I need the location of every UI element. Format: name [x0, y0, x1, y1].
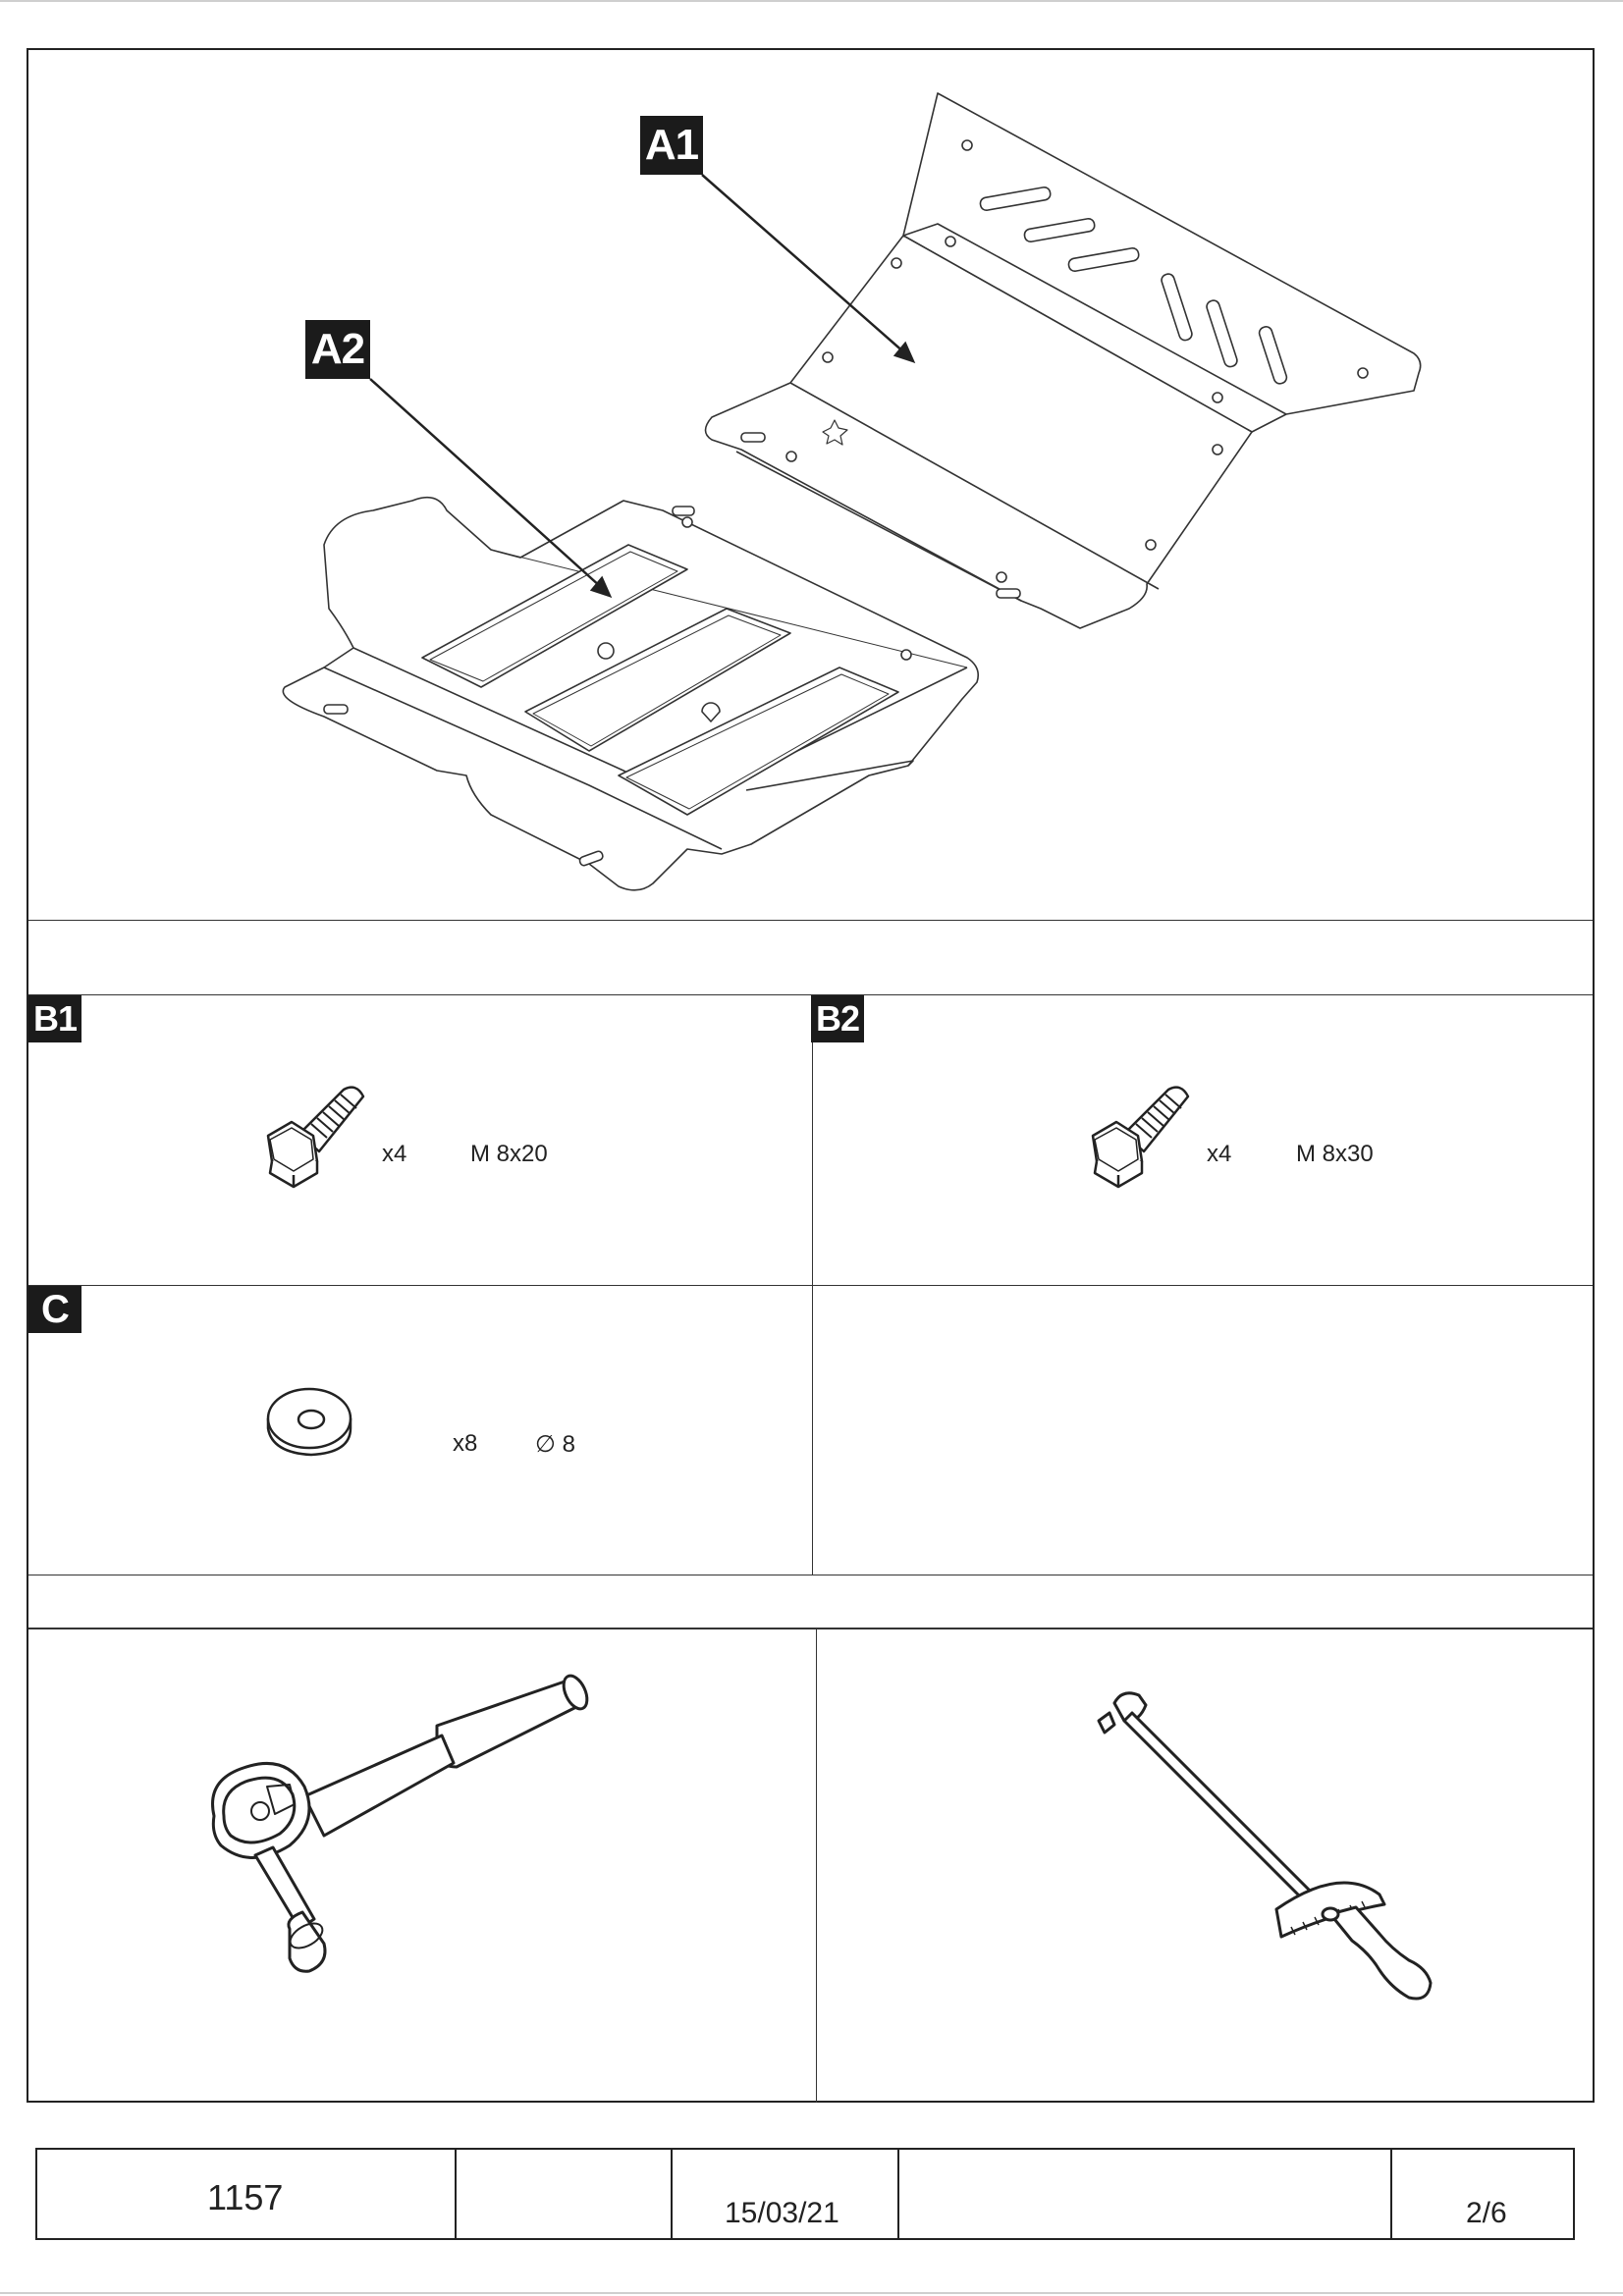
b1-quantity: x4 [382, 1141, 407, 1167]
b1-size: M 8x20 [470, 1141, 548, 1167]
footer-cell-divider [897, 2150, 899, 2238]
footer-date: 15/03/21 [725, 2197, 839, 2229]
divider-2 [28, 994, 1593, 995]
footer-cell-divider [455, 2150, 457, 2238]
c-quantity: x8 [453, 1430, 478, 1457]
bolt-icon [266, 1086, 365, 1189]
footer-page-number: 2/6 [1466, 2197, 1507, 2229]
b2-quantity: x4 [1207, 1141, 1232, 1167]
skid-plate-drawing [282, 92, 1422, 891]
parts-sheet [27, 48, 1595, 2103]
top-rule [0, 0, 1623, 2]
part-label-a1: A1 [640, 116, 703, 175]
part-label-b2: B2 [811, 995, 864, 1042]
part-label-b1: B1 [28, 995, 81, 1042]
footer-cell-divider [671, 2150, 673, 2238]
b2-size: M 8x30 [1296, 1141, 1374, 1167]
c-size: ∅ 8 [535, 1431, 575, 1458]
divider-3 [28, 1285, 1593, 1286]
divider-1 [28, 920, 1593, 921]
divider-v2 [816, 1628, 817, 2103]
bottom-rule [0, 2292, 1623, 2294]
bolt-icon [1091, 1086, 1190, 1189]
ratchet-wrench-icon [211, 1674, 589, 1973]
divider-v1 [812, 994, 813, 1575]
footer-title-block: 1157 15/03/21 2/6 [35, 2148, 1575, 2240]
footer-code: 1157 [207, 2177, 284, 2217]
washer-icon [266, 1387, 352, 1457]
footer-cell-divider [1390, 2150, 1392, 2238]
torque-wrench-icon [1097, 1691, 1433, 2001]
part-label-a2: A2 [305, 320, 370, 379]
part-label-c: C [28, 1286, 81, 1333]
divider-5 [28, 1628, 1593, 1629]
